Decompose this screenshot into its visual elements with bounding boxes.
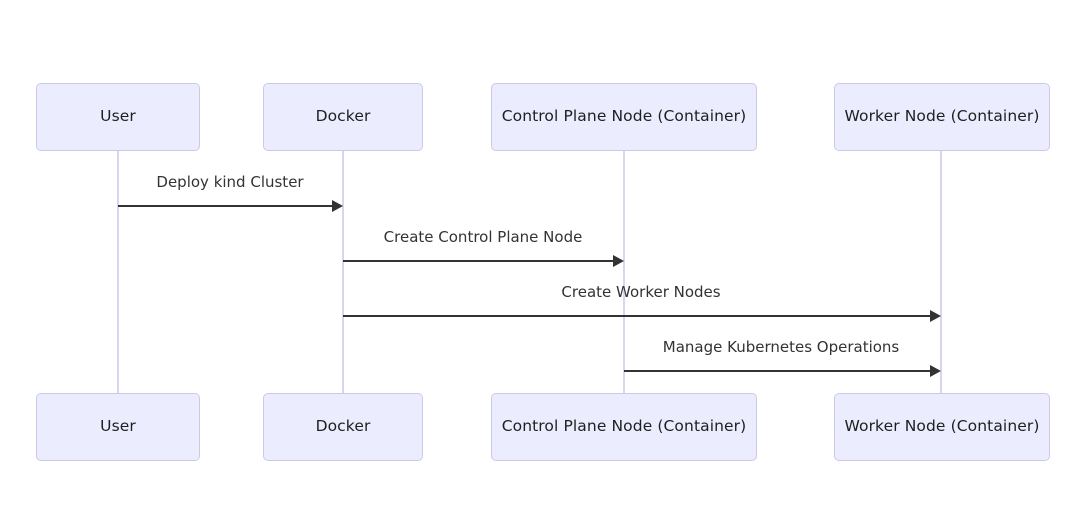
message-label-1: Create Control Plane Node <box>383 228 583 246</box>
participant-box-top-docker[interactable]: Docker <box>263 83 423 151</box>
participant-label-user: User <box>100 417 136 436</box>
lifeline-user <box>117 151 119 393</box>
lifeline-control-plane <box>623 151 625 393</box>
participant-box-top-control-plane[interactable]: Control Plane Node (Container) <box>491 83 757 151</box>
participant-label-docker: Docker <box>315 107 371 126</box>
participant-label-user: User <box>100 107 136 126</box>
participant-box-bottom-docker[interactable]: Docker <box>263 393 423 461</box>
message-line-2 <box>343 315 932 317</box>
participant-box-bottom-worker[interactable]: Worker Node (Container) <box>834 393 1050 461</box>
participant-label-worker: Worker Node (Container) <box>844 417 1040 436</box>
participant-box-bottom-control-plane[interactable]: Control Plane Node (Container) <box>491 393 757 461</box>
participant-label-docker: Docker <box>315 417 371 436</box>
message-line-1 <box>343 260 615 262</box>
message-label-0: Deploy kind Cluster <box>156 173 304 191</box>
participant-label-control-plane: Control Plane Node (Container) <box>501 107 747 126</box>
message-arrowhead-0 <box>332 200 343 212</box>
message-arrowhead-3 <box>930 365 941 377</box>
message-label-3: Manage Kubernetes Operations <box>662 338 900 356</box>
lifeline-worker <box>940 151 942 393</box>
participant-label-worker: Worker Node (Container) <box>844 107 1040 126</box>
lifeline-docker <box>342 151 344 393</box>
participant-box-top-user[interactable]: User <box>36 83 200 151</box>
participant-box-top-worker[interactable]: Worker Node (Container) <box>834 83 1050 151</box>
participant-label-control-plane: Control Plane Node (Container) <box>501 417 747 436</box>
message-arrowhead-2 <box>930 310 941 322</box>
message-line-0 <box>118 205 334 207</box>
participant-box-bottom-user[interactable]: User <box>36 393 200 461</box>
message-line-3 <box>624 370 932 372</box>
message-label-2: Create Worker Nodes <box>561 283 721 301</box>
message-arrowhead-1 <box>613 255 624 267</box>
